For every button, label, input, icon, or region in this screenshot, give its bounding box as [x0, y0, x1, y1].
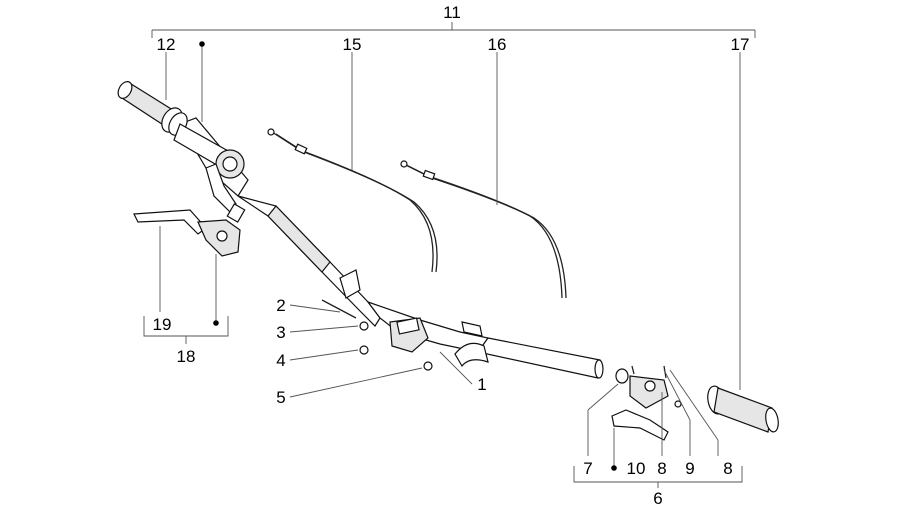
callout-18: 18 — [177, 347, 196, 366]
callout-16: 16 — [488, 35, 507, 54]
group-11-bracket — [151, 22, 756, 38]
throttle-cable — [267, 128, 438, 273]
callout-17: 17 — [731, 35, 750, 54]
callout-1: 1 — [477, 375, 486, 394]
callout-labels: 11 12 15 16 17 2 3 4 5 1 19 18 7 10 8 9 … — [153, 3, 750, 507]
left-grip-assembly — [117, 81, 246, 223]
callout-10: 10 — [627, 459, 646, 478]
right-lever-assembly — [611, 365, 682, 441]
callout-3: 3 — [276, 323, 285, 342]
callout-9: 9 — [685, 459, 694, 478]
callout-7: 7 — [583, 459, 592, 478]
callout-19: 19 — [153, 315, 172, 334]
brake-cable — [400, 160, 567, 299]
right-grip — [707, 385, 779, 433]
callout-11: 11 — [443, 3, 461, 22]
callout-2: 2 — [276, 296, 285, 315]
callout-15: 15 — [343, 35, 362, 54]
handlebar-tube — [179, 117, 604, 379]
left-brake-lever — [133, 209, 241, 257]
callout-8-right: 8 — [723, 459, 732, 478]
callout-4: 4 — [276, 351, 285, 370]
leader-lines — [143, 41, 743, 488]
callout-8-left: 8 — [657, 459, 666, 478]
callout-6: 6 — [653, 489, 662, 507]
fasteners — [321, 299, 433, 371]
callout-12: 12 — [157, 35, 176, 54]
callout-5: 5 — [276, 388, 285, 407]
